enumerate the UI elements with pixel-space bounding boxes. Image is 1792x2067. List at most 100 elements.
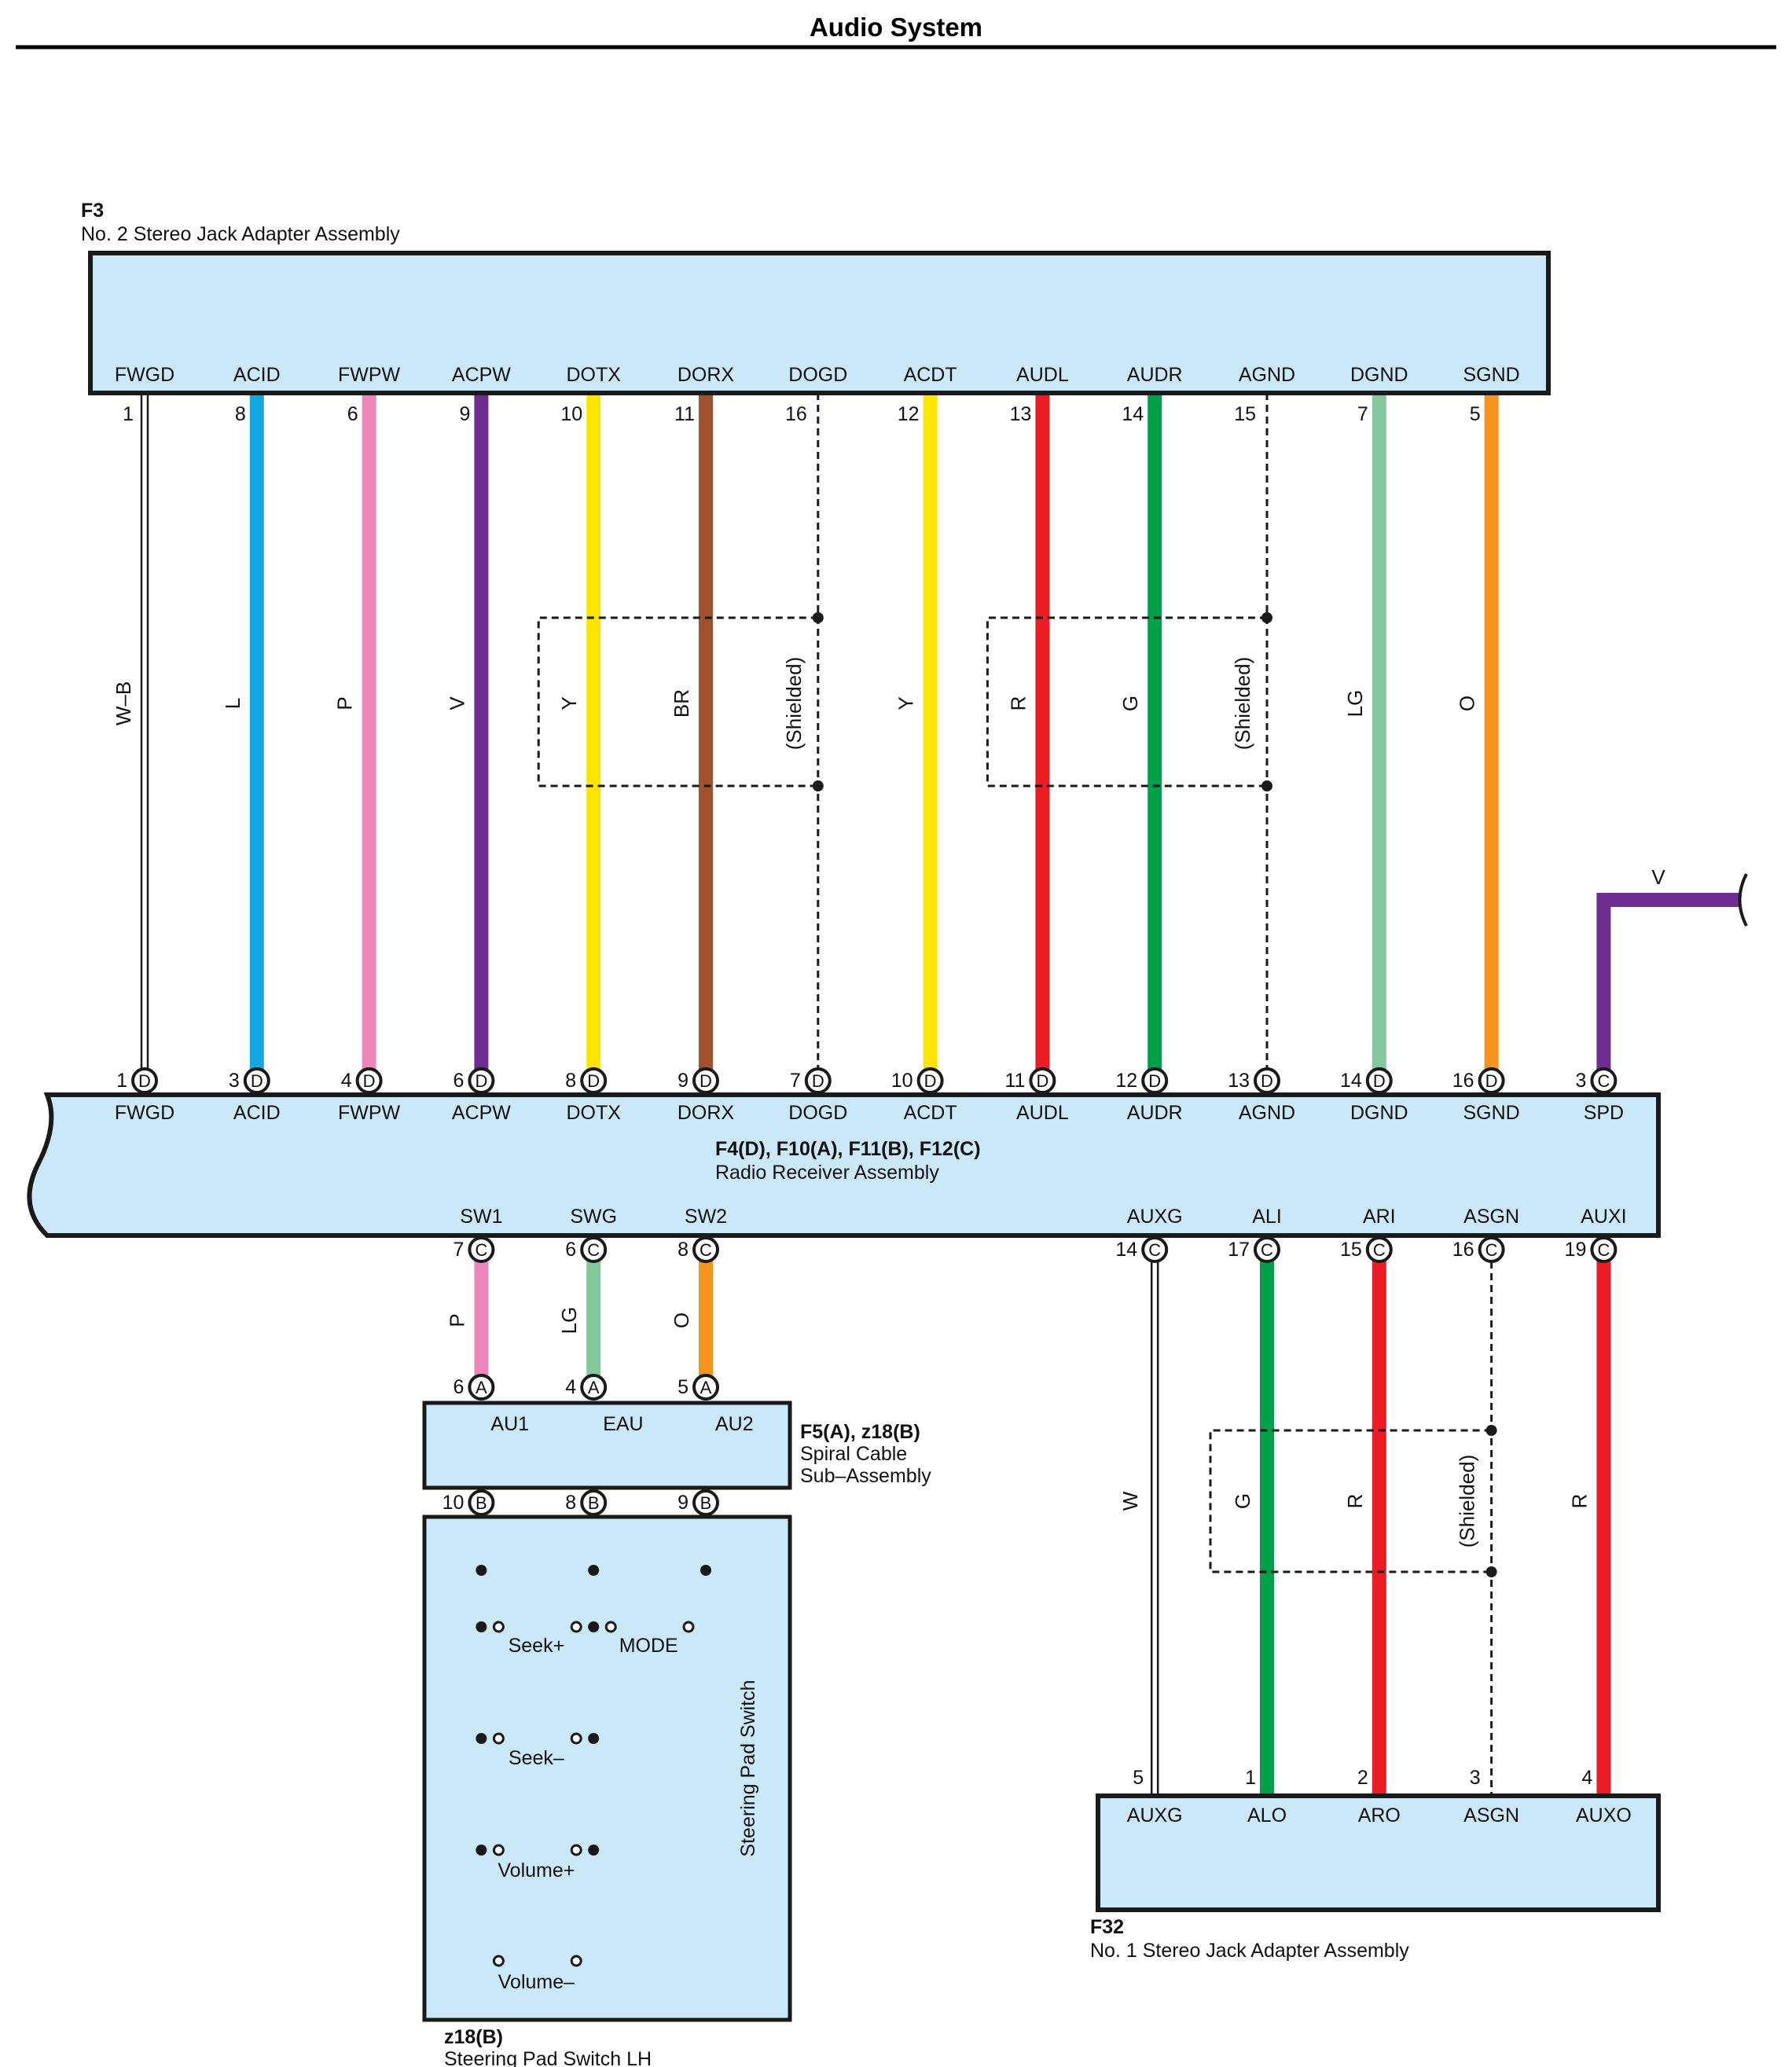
upper-wire-label-5: BR (670, 689, 693, 718)
radio-pin-audr: AUDR (1127, 1102, 1183, 1124)
steer-dot-1 (476, 1565, 487, 1576)
shield-dot-top-0 (812, 612, 824, 623)
steer-dot-seekminus-b (588, 1733, 600, 1744)
spiral-name-2: Sub–Assembly (800, 1465, 931, 1487)
f32-pin-alo: ALO (1247, 1804, 1287, 1827)
f32-pin-asgn: ASGN (1463, 1804, 1519, 1827)
spiral-pin-au2: AU2 (715, 1413, 754, 1435)
radio-top-pin-num-9: 12 (1115, 1070, 1137, 1092)
spiral-code: F5(A), z18(B) (800, 1421, 920, 1443)
radio-pin-sw2: SW2 (685, 1206, 727, 1228)
steer-dot-seekplus (476, 1621, 487, 1632)
f3-pin-acpw: ACPW (452, 364, 511, 386)
steering-inner-label: Steering Pad Switch (737, 1680, 759, 1856)
f3-pin-agnd: AGND (1239, 364, 1295, 386)
radio-br-pin-num-3: 16 (1452, 1239, 1474, 1261)
radio-br-pin-3-letter: C (1485, 1240, 1498, 1260)
f32-pin-num-2: 2 (1357, 1767, 1368, 1789)
sw-wire-label-1: LG (557, 1307, 581, 1335)
radio-top-pin-1-circle (243, 1067, 270, 1094)
radio-top-pin-3-circle (468, 1067, 495, 1094)
steering-box (422, 1514, 792, 2022)
radio-pin-spd: SPD (1584, 1102, 1624, 1124)
spiral-bottom-pin-num-2: 9 (678, 1492, 689, 1514)
radio-top-pin-num-3: 6 (453, 1070, 464, 1092)
radio-top-pin-num-0: 1 (116, 1070, 127, 1092)
radio-top-pin-11-letter: D (1373, 1071, 1386, 1091)
steer-dot-volplus-a (476, 1845, 487, 1856)
f3-pin-dogd: DOGD (788, 364, 847, 386)
radio-top-pin-6-circle (804, 1067, 832, 1094)
spiral-pin-eau: EAU (603, 1413, 643, 1435)
f3-pin-num-3: 9 (459, 403, 470, 425)
spiral-top-pin-2-letter: A (700, 1378, 712, 1397)
radio-bl-pin-num-2: 8 (678, 1239, 689, 1261)
radio-top-pin-9-letter: D (1148, 1071, 1161, 1091)
spiral-bottom-pin-0-letter: B (476, 1493, 487, 1513)
upper-wire-label-3: V (445, 696, 468, 710)
radio-top-pin-11-circle (1365, 1067, 1393, 1094)
upper-wire-label-10: (Shielded) (1231, 657, 1254, 751)
upper-wire-label-8: R (1006, 696, 1030, 711)
shield-dot-bottom-0 (812, 780, 824, 791)
switch-volume-minus-contact-a (492, 1955, 505, 1967)
radio-top-pin-num-10: 13 (1228, 1070, 1250, 1092)
upper-wire-label-9: G (1118, 696, 1142, 711)
upper-wire-label-7: Y (894, 696, 918, 710)
radio-pin-acdt: ACDT (904, 1102, 957, 1124)
radio-pin-ali: ALI (1252, 1206, 1282, 1228)
f32-pin-num-1: 1 (1245, 1767, 1256, 1789)
f32-pin-num-0: 5 (1133, 1767, 1144, 1789)
radio-pin-sw1: SW1 (460, 1206, 502, 1228)
spiral-box (422, 1401, 792, 1490)
f32-box (1096, 1793, 1661, 1912)
lower-wire-label-1: G (1231, 1493, 1254, 1509)
lower-wire-label-2: R (1343, 1494, 1367, 1509)
f3-pin-num-12: 5 (1470, 403, 1481, 425)
f32-pin-num-3: 3 (1470, 1767, 1481, 1789)
radio-top-pin-12-letter: D (1485, 1071, 1498, 1091)
sw-wire-label-2: O (670, 1313, 693, 1328)
switch-label-3: Volume+ (498, 1860, 575, 1882)
radio-pin-dgnd: DGND (1350, 1102, 1408, 1124)
radio-top-pin-7-letter: D (924, 1071, 937, 1091)
switch-volume-minus-contact-b (570, 1955, 582, 1967)
radio-br-pin-4-letter: C (1597, 1240, 1610, 1260)
steer-dot-seekminus-a (476, 1733, 487, 1744)
radio-pin-audl: AUDL (1016, 1102, 1069, 1124)
f3-pin-fwpw: FWPW (338, 364, 401, 386)
radio-top-pin-12-circle (1478, 1067, 1505, 1094)
radio-code: F4(D), F10(A), F11(B), F12(C) (715, 1138, 981, 1160)
radio-top-pin-13-circle (1590, 1067, 1618, 1094)
radio-br-pin-num-0: 14 (1115, 1239, 1137, 1261)
radio-top-pin-5-letter: D (700, 1071, 712, 1091)
shield-dot-bottom-1 (1261, 780, 1272, 791)
f3-pin-acid: ACID (233, 364, 281, 386)
radio-top-pin-9-circle (1141, 1067, 1169, 1094)
lower-wire-label-3: (Shielded) (1456, 1455, 1479, 1548)
radio-pin-fwgd: FWGD (115, 1102, 174, 1124)
f3-pin-num-9: 14 (1122, 403, 1144, 425)
spiral-top-pin-1-letter: A (588, 1378, 600, 1397)
radio-top-pin-3-letter: D (475, 1071, 487, 1091)
radio-top-pin-8-letter: D (1036, 1071, 1048, 1091)
spiral-top-pin-0-circle (468, 1374, 495, 1401)
f32-pin-aro: ARO (1358, 1804, 1401, 1827)
f3-pin-num-7: 12 (898, 403, 920, 425)
spiral-top-pin-2-circle (692, 1374, 719, 1401)
shield-dot-top-1 (1261, 612, 1272, 623)
wires (140, 393, 1748, 1962)
spiral-bottom-pin-num-1: 8 (565, 1492, 576, 1514)
radio-top-pin-10-letter: D (1261, 1071, 1273, 1091)
radio-br-pin-num-2: 15 (1340, 1239, 1362, 1261)
f3-pin-sgnd: SGND (1463, 364, 1519, 386)
spd-wire-label: V (1651, 865, 1665, 889)
f3-pin-num-0: 1 (123, 403, 134, 425)
radio-top-pin-num-13: 3 (1575, 1070, 1586, 1092)
radio-top-pin-0-circle (131, 1067, 158, 1094)
switch-seek-minus-contact-a (492, 1732, 505, 1745)
upper-wire-label-12: O (1456, 696, 1479, 711)
radio-bl-pin-1-letter: C (587, 1240, 600, 1260)
radio-bl-pin-1-circle (580, 1236, 608, 1263)
spiral-top-pin-0-letter: A (476, 1378, 487, 1397)
